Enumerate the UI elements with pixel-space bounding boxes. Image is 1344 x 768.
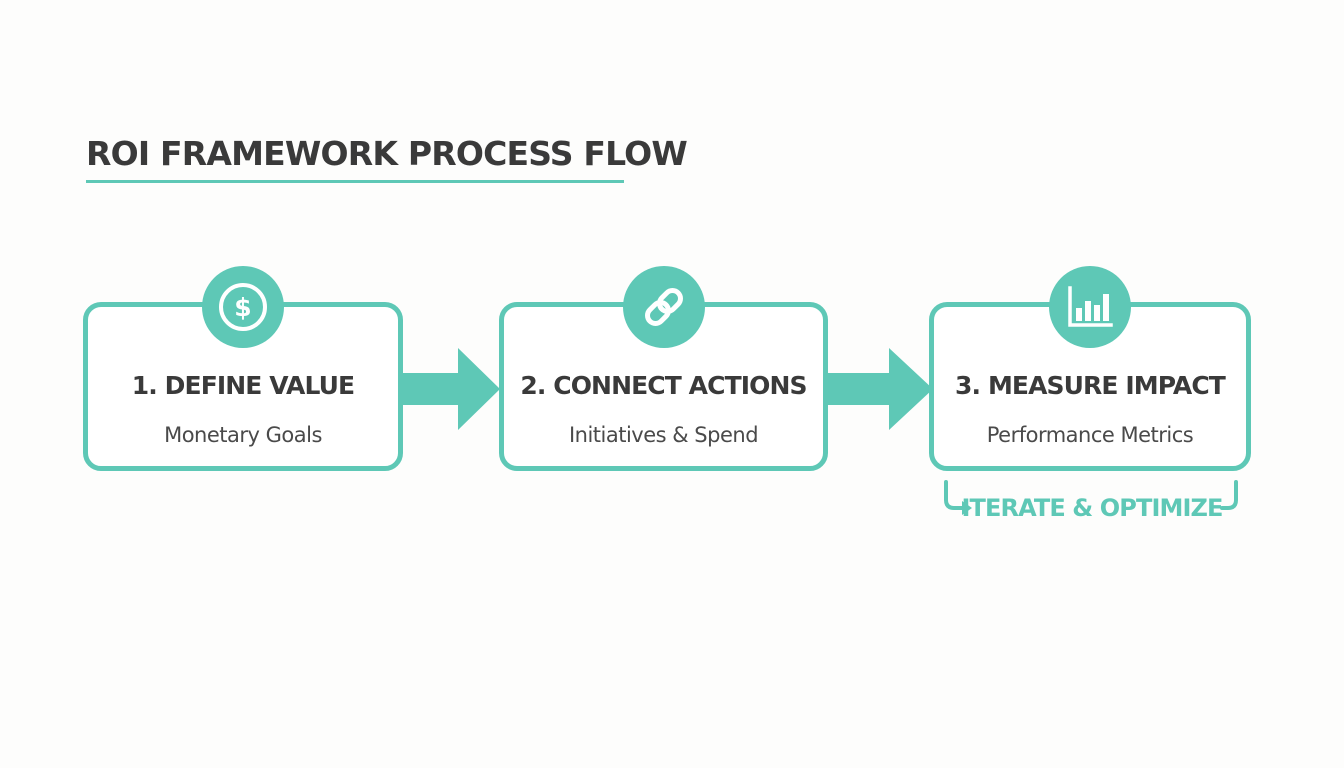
- title-underline: [86, 180, 624, 183]
- step-title: 2. CONNECT ACTIONS: [520, 371, 807, 400]
- step-subtitle: Performance Metrics: [986, 423, 1194, 447]
- dollar-icon: $: [202, 266, 284, 348]
- svg-text:$: $: [234, 293, 251, 322]
- iterate-loop: ITERATE & OPTIMIZE: [940, 478, 1244, 528]
- step-define-value: $ 1. DEFINE VALUE Monetary Goals: [83, 266, 403, 471]
- flow-arrow: [398, 348, 500, 430]
- bar-chart-icon: [1049, 266, 1131, 348]
- step-title: 1. DEFINE VALUE: [131, 371, 355, 400]
- iterate-label: ITERATE & OPTIMIZE: [961, 494, 1224, 522]
- step-measure-impact: 3. MEASURE IMPACT Performance Metrics: [929, 266, 1251, 471]
- step-title: 3. MEASURE IMPACT: [955, 371, 1226, 400]
- link-icon: [622, 266, 705, 348]
- step-subtitle: Monetary Goals: [164, 423, 322, 447]
- diagram-title: ROI FRAMEWORK PROCESS FLOW: [86, 134, 688, 173]
- flow-arrow: [823, 348, 933, 430]
- step-subtitle: Initiatives & Spend: [568, 423, 759, 447]
- loop-bracket-icon: [944, 480, 1238, 515]
- step-connect-actions: 2. CONNECT ACTIONS Initiatives & Spend: [499, 266, 828, 471]
